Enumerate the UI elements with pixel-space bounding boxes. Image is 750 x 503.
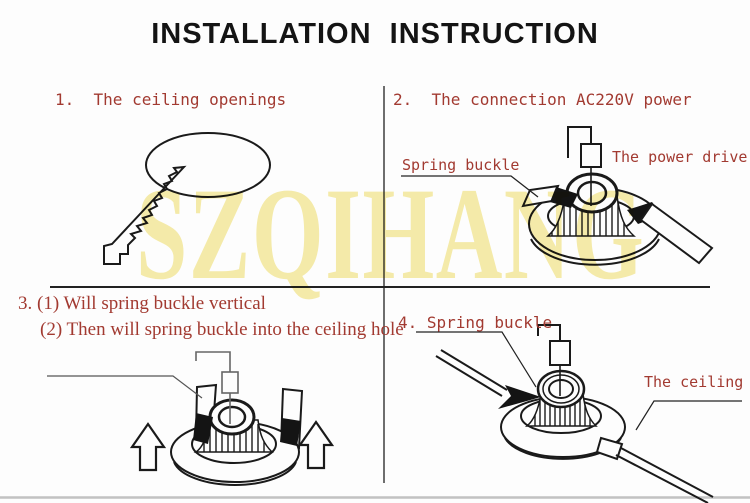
ceiling-label: The ceiling xyxy=(644,373,744,391)
ceiling-leader-line xyxy=(635,400,742,431)
downlight-step2-illustration xyxy=(401,126,714,266)
downlight-step3-illustration xyxy=(47,351,335,486)
buckle-leader-line xyxy=(416,331,537,388)
spring-buckle-left xyxy=(521,184,560,208)
saw-icon xyxy=(103,165,187,265)
spring-buckle-arrow xyxy=(498,385,541,409)
quadrant-dividers xyxy=(0,86,750,499)
ceiling-panel-line xyxy=(615,447,714,503)
hanging-hook-wire xyxy=(567,126,592,158)
buckle-leader-line xyxy=(47,375,203,399)
hanging-hook-wire xyxy=(195,351,231,372)
up-arrow-right xyxy=(297,420,335,470)
step1-caption: 1. The ceiling openings xyxy=(55,90,287,109)
power-drive-connector xyxy=(549,340,571,366)
spring-buckle-label: Spring buckle xyxy=(402,156,520,174)
spring-buckle-right xyxy=(595,436,624,461)
power-drive-connector xyxy=(221,371,239,394)
up-arrow-left xyxy=(129,422,167,472)
page-title: INSTALLATION INSTRUCTION xyxy=(151,18,599,50)
ceiling-opening-illustration xyxy=(103,132,271,265)
downlight-step4-illustration xyxy=(416,324,742,503)
power-drive-label: The power drive xyxy=(612,148,748,166)
ceiling-hole-ellipse xyxy=(145,132,271,198)
spring-buckle-leader-line xyxy=(401,175,539,198)
step3-caption-line2: (2) Then will spring buckle into the cei… xyxy=(40,319,404,340)
step2-caption: 2. The connection AC220V power xyxy=(393,90,692,109)
spring-buckle-right xyxy=(639,202,714,265)
power-drive-connector xyxy=(580,143,602,168)
hanging-hook-wire xyxy=(537,324,561,341)
ceiling-panel-line xyxy=(435,349,508,397)
step4-caption: 4. Spring buckle xyxy=(398,313,553,332)
step3-caption-line1: 3. (1) Will spring buckle vertical xyxy=(18,293,266,314)
